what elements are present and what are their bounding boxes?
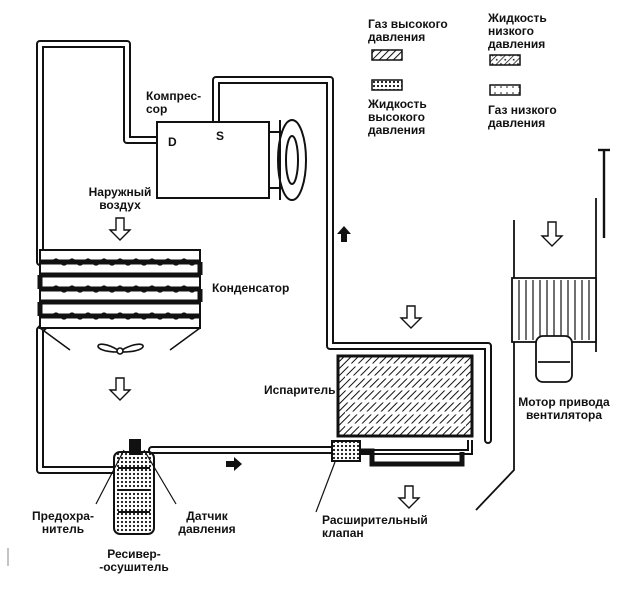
discharge-pipe [36,40,164,266]
condenser-fan [97,343,144,355]
condenser [37,249,203,351]
flow-arrow-liquid [226,457,242,471]
legend-swatch-high-pressure-gas [371,49,403,61]
airflow-arrow-outside-air [108,217,132,241]
compressor-port-s: S [216,129,225,143]
airflow-arrow-blower-in [540,221,564,247]
legend-swatch-high-pressure-liquid [371,79,403,91]
receiver-dryer [95,439,177,535]
legend-swatch-low-pressure-liquid [489,54,521,66]
expansion-valve-label: Расширительный клапан [322,513,428,540]
airflow-arrow-condenser-out [108,377,132,401]
legend-label-low-pressure-liquid: Жидкость низкого давления [488,11,547,51]
legend-label-high-pressure-liquid: Жидкость высокого давления [368,97,427,137]
evaporator-label: Испаритель [264,383,336,397]
expansion-valve [315,440,465,513]
outside-air-label: Наружный воздух [88,185,152,212]
fan-motor-label: Мотор привода вентилятора [518,395,610,422]
condenser-label: Конденсатор [212,281,290,295]
compressor-port-d: D [168,135,177,149]
compressor [156,119,307,201]
airflow-arrow-evaporator-out [397,485,421,509]
evaporator [336,354,474,455]
fuse-label: Предохра- нитель [32,509,94,536]
legend-label-high-pressure-gas: Газ высокого давления [368,17,448,44]
pressure-sensor-label: Датчик давления [178,509,236,536]
flow-arrow-suction [337,226,351,242]
receiver-dryer-label: Ресивер- -осушитель [99,547,169,574]
compressor-label: Компрес- сор [146,89,202,116]
legend-swatch-low-pressure-gas [489,84,521,96]
legend-label-low-pressure-gas: Газ низкого давления [488,103,557,130]
suction-pipe [212,76,492,444]
airflow-arrow-evaporator-in [399,305,423,329]
blower-motor [511,148,610,383]
